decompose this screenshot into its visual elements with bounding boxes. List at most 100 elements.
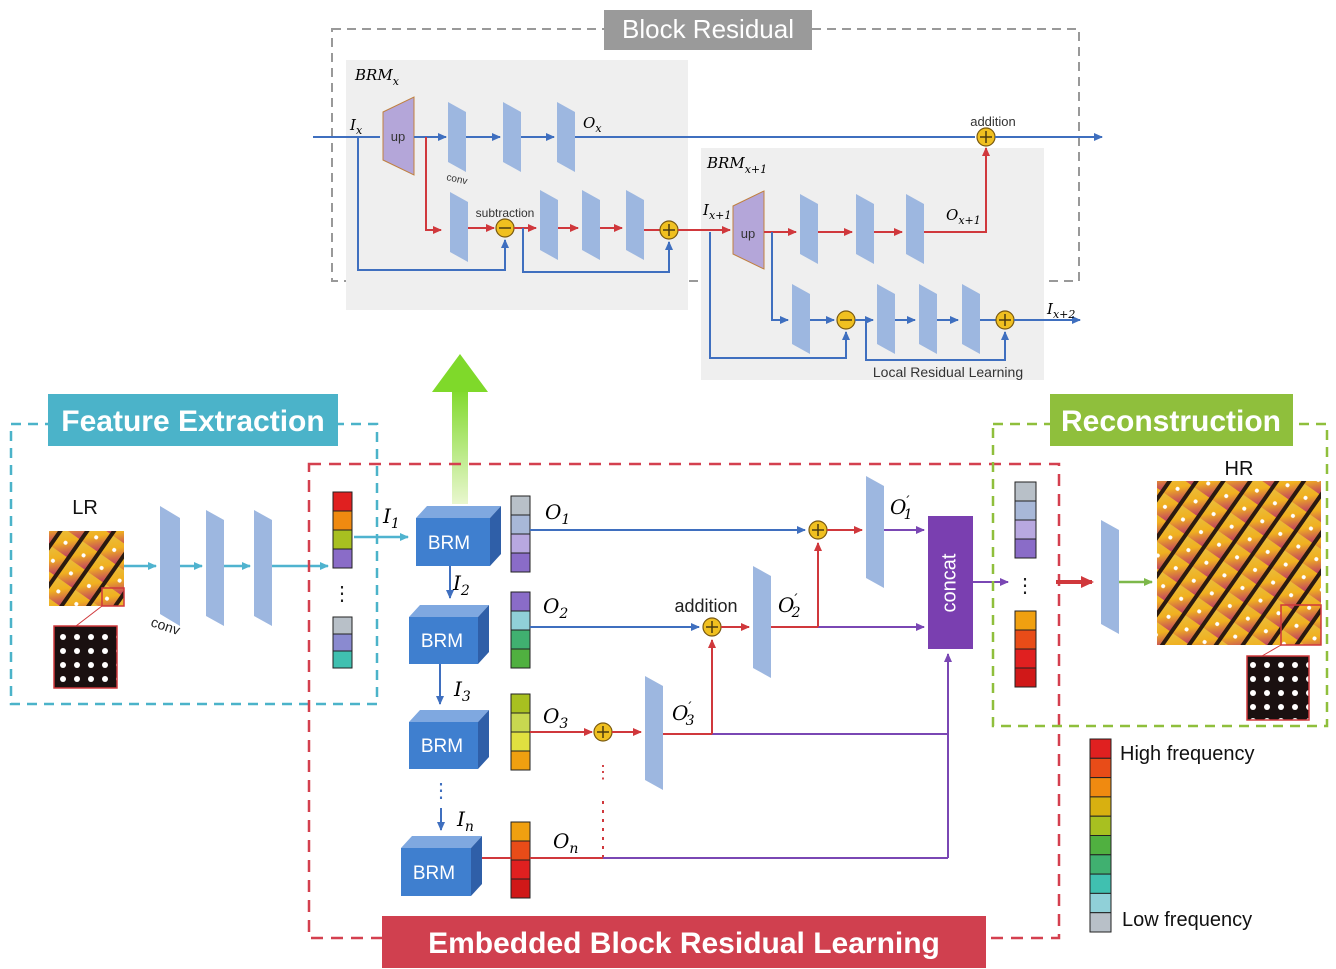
plus-icon — [980, 131, 992, 143]
conv-o1-prime — [866, 476, 884, 588]
brm-x1-output-to-addition — [924, 147, 990, 233]
hr-image — [1157, 481, 1321, 645]
embedded-border — [307, 462, 1061, 940]
brm-x1-down-branch — [771, 232, 789, 324]
lr-zoom-box — [101, 587, 125, 607]
concat-label: concat — [938, 553, 960, 612]
up-label-x1: up — [741, 226, 755, 241]
brm3-feature-vector — [510, 693, 531, 771]
conv-res-x1-2 — [919, 284, 937, 354]
addition-label: addition — [674, 596, 737, 616]
primed-label-2: O′2 — [778, 592, 801, 621]
output-label-1: O1 — [545, 500, 570, 528]
frequency-swatch — [1089, 892, 1112, 914]
conv-res-x2 — [582, 190, 600, 260]
fe-feature-vector-top — [332, 491, 353, 569]
brm-block-3: BRM — [409, 710, 489, 769]
brm-x1-label: BRMx+1 — [706, 154, 767, 176]
brm-x-label: BRMx — [354, 66, 400, 88]
low-frequency-label: Low frequency — [1122, 909, 1252, 931]
brm-x-output-label: Ox — [583, 114, 602, 135]
conv-layer-x1-2 — [856, 194, 874, 264]
lr-label: LR — [72, 497, 98, 519]
frequency-swatch — [1089, 738, 1112, 759]
hr-zoom-box — [1280, 604, 1322, 646]
up-block-x1 — [732, 190, 765, 270]
concat-block — [928, 516, 973, 649]
conv-layer-x1 — [448, 102, 466, 172]
frequency-swatch — [1089, 796, 1112, 817]
input-label-n: In — [456, 807, 474, 835]
brm-block-2: BRM — [409, 605, 489, 664]
hr-label: HR — [1225, 458, 1254, 480]
fe-conv-layer-2 — [206, 510, 224, 626]
zoom-arrow-head — [432, 354, 488, 392]
brm-x-input-label: Ix — [349, 116, 363, 137]
conv-o2-prime — [753, 566, 771, 678]
brm-x2-input-label: Ix+2 — [1046, 300, 1075, 321]
frequency-legend — [1089, 738, 1112, 933]
reconstruction-panel: Reconstruction ⋮ HR — [991, 394, 1329, 728]
hr-zoom-patch — [1246, 655, 1310, 721]
feature-extraction-panel: Feature Extraction LR conv — [9, 394, 379, 706]
plus-icon — [999, 314, 1011, 326]
brm-block-n: BRM — [401, 836, 482, 896]
conv-res-x1-3 — [962, 284, 980, 354]
brm-x1-input-label: Ix+1 — [702, 201, 731, 222]
brm-vdots: ⋮ — [431, 780, 451, 802]
high-frequency-label: High frequency — [1120, 743, 1255, 765]
plus-icon — [597, 726, 609, 738]
frequency-swatch — [1089, 757, 1112, 779]
brm-x-panel — [346, 60, 688, 310]
addition-label-top: addition — [970, 114, 1016, 129]
up-label-x: up — [391, 129, 405, 144]
zoom-arrow-shaft — [452, 388, 468, 504]
output-label-2: O2 — [543, 594, 568, 622]
fe-feature-vector-bottom — [332, 616, 353, 669]
block-residual-title-bg — [604, 10, 812, 50]
feature-extraction-title-bg — [48, 394, 338, 446]
primed-label-1: O′1 — [890, 494, 913, 523]
conv-res-x3 — [626, 190, 644, 260]
fe-conv-layer-1 — [160, 506, 180, 626]
lr-zoom-patch — [53, 625, 118, 689]
fe-vdots: ⋮ — [332, 583, 352, 605]
input-label-1: I1 — [382, 504, 400, 532]
recon-vdots: ⋮ — [1015, 575, 1035, 597]
brm-x-skip-to-subtraction — [357, 137, 509, 271]
conv-down-x — [450, 192, 468, 262]
output-label-n: On — [553, 829, 578, 857]
output-label-3: O3 — [543, 704, 568, 732]
plus-icon — [706, 621, 718, 633]
local-residual-label: Local Residual Learning — [873, 364, 1023, 380]
fe-conv-layer-3 — [254, 510, 272, 626]
embedded-title: Embedded Block Residual Learning — [428, 927, 940, 960]
conv-down-x1 — [792, 284, 810, 354]
lr-zoom-line — [75, 605, 103, 627]
block-residual-panel: Block Residual BRMx BRMx+1 Ix up conv Ox… — [313, 10, 1103, 380]
concat-feature-vector-bottom — [1014, 610, 1037, 688]
brm-label-n: BRM — [413, 863, 455, 884]
plus-icon — [663, 224, 675, 236]
frequency-swatch — [1089, 854, 1112, 875]
brm1-feature-vector — [510, 495, 531, 573]
add-vdots: ⋮ — [594, 762, 612, 782]
zoom-arrow — [432, 354, 488, 504]
frequency-swatch — [1089, 777, 1112, 798]
block-residual-title: Block Residual — [622, 14, 794, 44]
embedded-panel: ⋮ I1 BRM O1 I2 BRM — [307, 462, 1061, 968]
primed-label-3: O′3 — [672, 700, 695, 729]
brm-x1-panel — [701, 148, 1044, 380]
embedded-title-bg — [382, 916, 986, 968]
conv-layer-x2 — [503, 102, 521, 172]
concat-feature-vector-top — [1014, 481, 1037, 559]
up-block-x — [382, 96, 415, 176]
reconstruction-border — [991, 422, 1329, 728]
conv-res-x1 — [540, 190, 558, 260]
brm-x1-output-label: Ox+1 — [946, 206, 981, 227]
lr-image — [49, 531, 124, 606]
recon-conv-layer — [1101, 520, 1119, 634]
brm-label-3: BRM — [421, 736, 463, 757]
conv-layer-x3 — [557, 102, 575, 172]
input-label-2: I2 — [452, 571, 470, 599]
